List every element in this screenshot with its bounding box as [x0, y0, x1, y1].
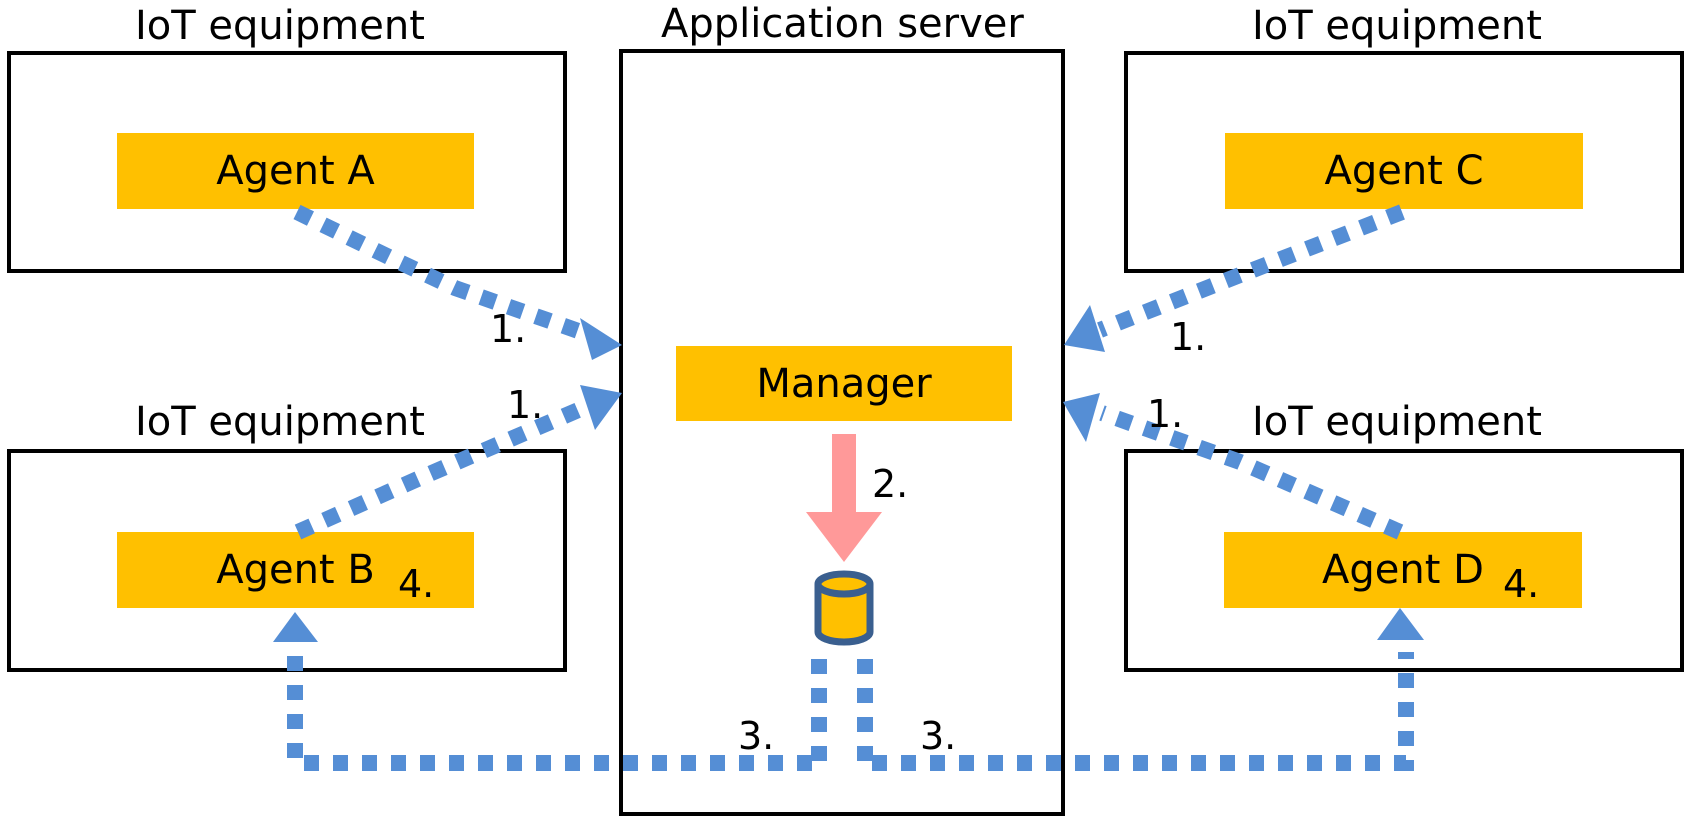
- manager-label: Manager: [756, 360, 932, 407]
- equipment-a-title: IoT equipment: [135, 3, 425, 49]
- agent-d: Agent D: [1224, 532, 1582, 608]
- agent-b: Agent B: [117, 532, 474, 608]
- step-1-agent-c: 1.: [1170, 315, 1207, 359]
- equipment-b-title: IoT equipment: [135, 399, 425, 445]
- agent-a: Agent A: [117, 133, 474, 209]
- agent-c: Agent C: [1225, 133, 1583, 209]
- manager: Manager: [676, 346, 1012, 421]
- step-3-left: 3.: [738, 714, 775, 758]
- agent-b-label: Agent B: [216, 547, 375, 593]
- application-server-box: [619, 49, 1065, 816]
- arrowhead-c: [1064, 305, 1105, 352]
- step-4-agent-d: 4.: [1503, 562, 1540, 606]
- step-1-agent-a: 1.: [490, 307, 527, 351]
- arrowhead-d: [1063, 393, 1100, 442]
- equipment-c-title: IoT equipment: [1252, 3, 1542, 49]
- step-4-agent-b: 4.: [398, 562, 435, 606]
- agent-d-label: Agent D: [1322, 547, 1484, 593]
- arrowhead-b: [580, 385, 622, 430]
- server-title: Application server: [661, 1, 1024, 47]
- equipment-d-title: IoT equipment: [1252, 399, 1542, 445]
- agent-c-label: Agent C: [1324, 148, 1484, 194]
- arrowhead-a: [580, 318, 622, 360]
- agent-a-label: Agent A: [216, 148, 375, 194]
- step-1-agent-b: 1.: [507, 383, 544, 427]
- step-1-agent-d: 1.: [1147, 392, 1184, 436]
- step-2-store: 2.: [872, 462, 909, 506]
- step-3-right: 3.: [920, 714, 957, 758]
- iot-equipment-a-box: [7, 51, 567, 273]
